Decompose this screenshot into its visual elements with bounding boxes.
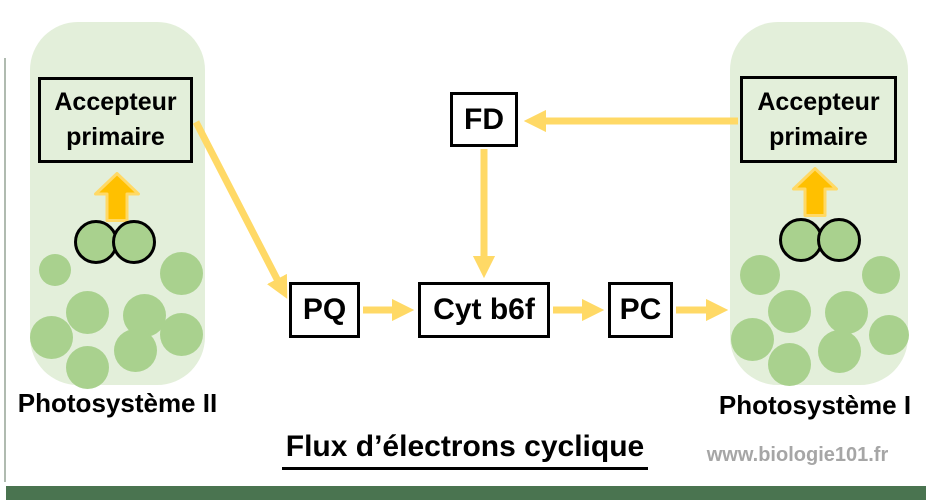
pigment-dot — [818, 330, 861, 373]
footer-green-bar — [6, 486, 926, 500]
acceptor-label-line2: primaire — [769, 122, 868, 151]
primary-acceptor-box-ps1: Accepteur primaire — [740, 76, 897, 163]
chlorophyll-circle — [817, 218, 861, 262]
pigment-dot — [30, 316, 73, 359]
pigment-dot — [768, 290, 811, 333]
pigment-dot — [740, 255, 780, 295]
acceptor-label-line1: Accepteur — [757, 87, 880, 116]
node-label: PC — [619, 293, 662, 326]
slide-edge-line — [4, 58, 6, 482]
pigment-dot — [66, 291, 109, 334]
plastocyanin-node: PC — [608, 282, 673, 338]
pigment-dot — [66, 346, 109, 389]
node-label: FD — [464, 102, 504, 136]
pigment-dot — [160, 313, 203, 356]
diagram-title: Flux d’électrons cyclique — [281, 430, 649, 470]
excitation-up-arrow-icon — [792, 167, 838, 217]
pigment-dot — [825, 291, 868, 334]
chlorophyll-circle — [74, 220, 118, 264]
pigment-dot — [862, 256, 900, 294]
photosystem-2-label: Photosystème II — [17, 388, 218, 418]
pigment-dot — [869, 315, 909, 355]
photosystem-2-panel: Accepteur primaire — [30, 22, 205, 389]
excitation-up-arrow-icon — [94, 172, 140, 222]
acceptor-label-line1: Accepteur — [54, 88, 177, 116]
pigment-dot — [160, 252, 203, 295]
node-label: Cyt b6f — [433, 293, 535, 326]
chlorophyll-circle — [112, 220, 156, 264]
cytochrome-b6f-node: Cyt b6f — [418, 282, 550, 338]
photosystem-1-panel: Accepteur primaire — [730, 22, 909, 386]
website-watermark: www.biologie101.fr — [706, 444, 889, 466]
arrow-acceptor2-to-pq — [192, 120, 288, 299]
node-label: PQ — [302, 293, 347, 326]
diagram-title-wrap: Flux d’électrons cyclique — [230, 430, 700, 470]
pigment-dot — [39, 254, 71, 286]
pigment-dot — [731, 318, 774, 361]
photosystem-1-label: Photosystème I — [718, 390, 912, 420]
chlorophyll-circle — [779, 218, 823, 262]
ferredoxin-node: FD — [450, 92, 518, 147]
pigment-dot — [114, 329, 157, 372]
acceptor-label-line2: primaire — [66, 123, 165, 151]
pigment-dot — [768, 343, 811, 386]
plastoquinone-node: PQ — [289, 282, 360, 338]
primary-acceptor-box-ps2: Accepteur primaire — [38, 77, 193, 163]
